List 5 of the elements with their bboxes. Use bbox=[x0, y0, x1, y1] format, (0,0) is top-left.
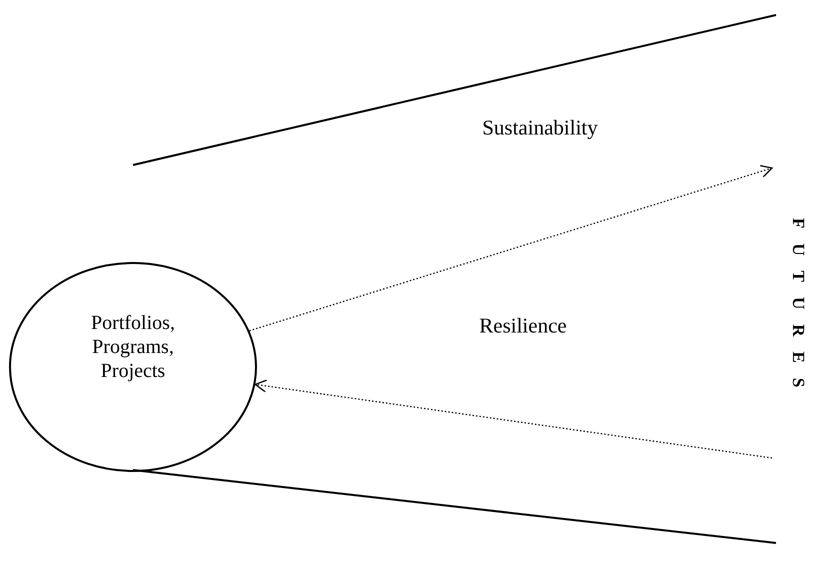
dotted-arrow bbox=[254, 379, 772, 459]
ellipse-node bbox=[9, 262, 257, 472]
dotted-arrow bbox=[249, 164, 773, 332]
node-text: Portfolios, Programs, Projects bbox=[90, 311, 176, 383]
vertical-title: FUTURES bbox=[788, 218, 808, 402]
